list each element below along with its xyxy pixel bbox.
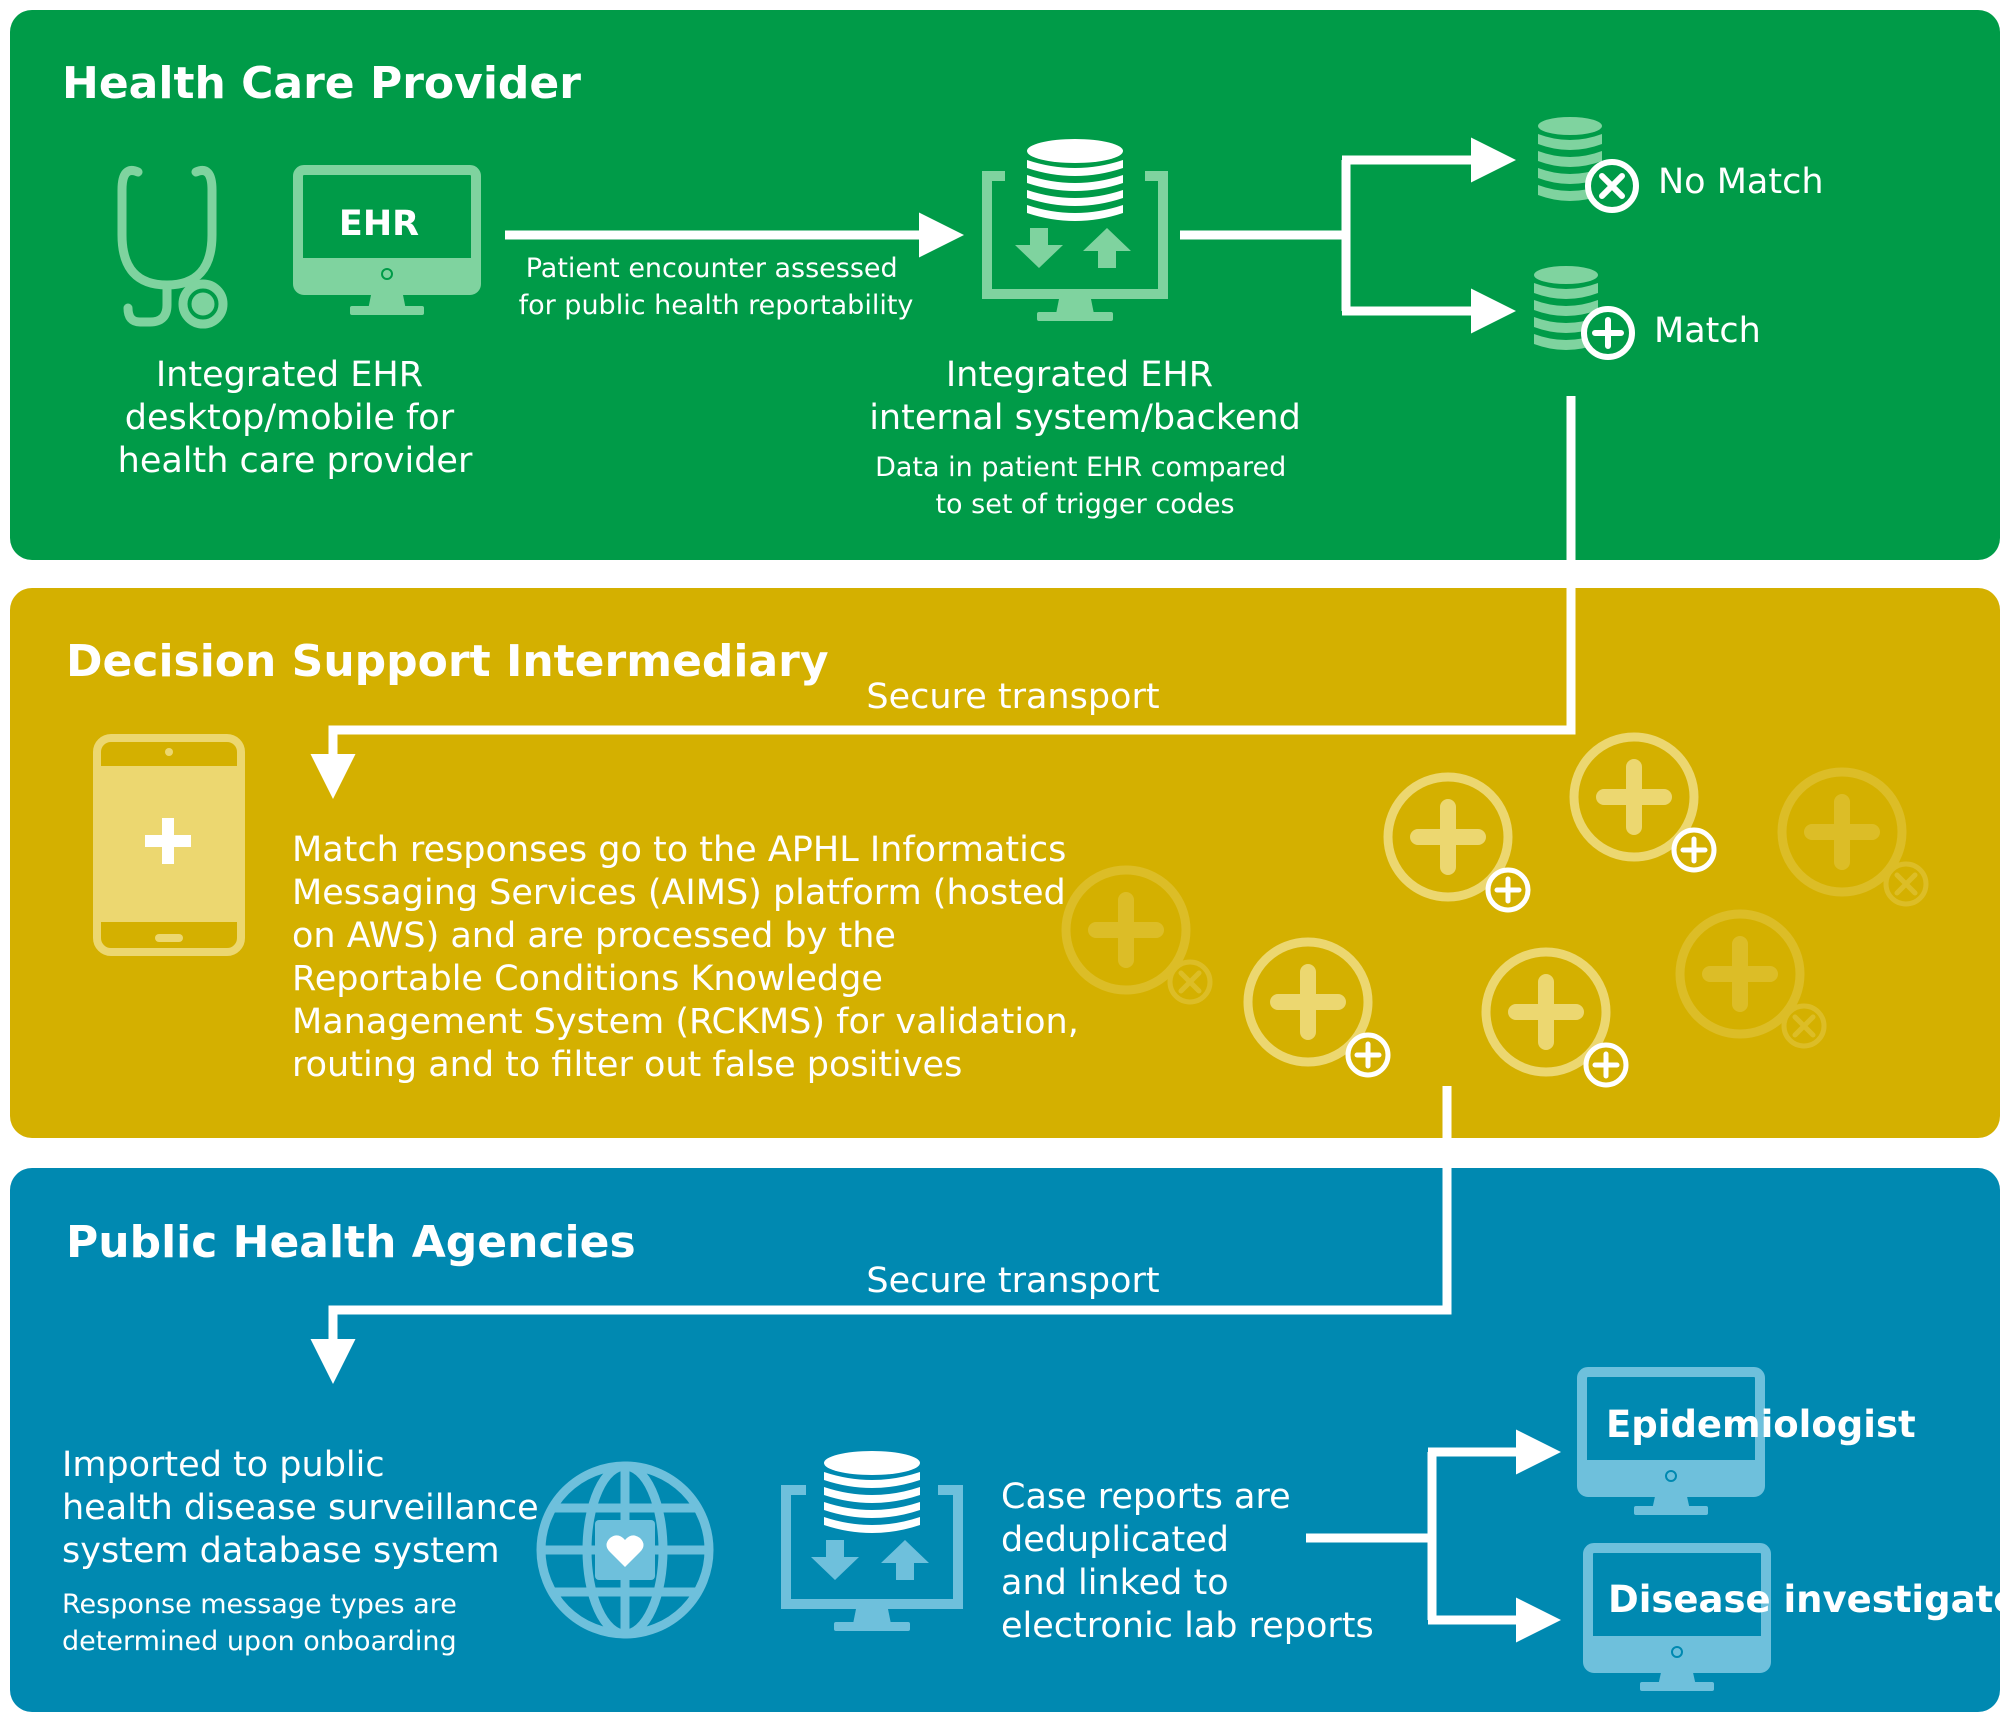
backend-caption: Integrated EHR internal system/backend <box>869 355 1301 438</box>
faded-no-match-badge-icon <box>1061 865 1213 1005</box>
desktop-caption-line: Integrated EHR <box>156 355 423 395</box>
staff-split-connector <box>1306 1452 1437 1620</box>
case-caption-line: and linked to <box>1001 1563 1229 1603</box>
ehr-monitor-icon <box>293 165 481 315</box>
faded-no-match-badge-icon <box>1777 767 1929 907</box>
import-note-line: Response message types are <box>62 1589 457 1620</box>
match-label: Match <box>1654 311 1761 351</box>
provider-title: Health Care Provider <box>62 58 581 109</box>
surveillance-database-icon <box>781 1451 963 1631</box>
import-caption-line: Imported to public <box>62 1445 385 1485</box>
agencies-panel-background <box>10 1168 2000 1712</box>
secure-transport-arrow-1 <box>310 396 1576 799</box>
match-badge-icon <box>1243 937 1391 1078</box>
no-match-database-icon <box>1538 117 1639 213</box>
no-match-label: No Match <box>1658 162 1824 202</box>
arrow-caption: Patient encounter assessed for public he… <box>519 253 914 321</box>
globe-heart-icon <box>536 1461 714 1639</box>
match-database-icon <box>1534 266 1635 360</box>
import-caption-line: health disease surveillance <box>62 1488 539 1528</box>
match-badge-icon <box>1481 947 1629 1088</box>
intermediary-description-line: Reportable Conditions Knowledge <box>292 959 883 999</box>
faded-no-match-badge-icon <box>1675 909 1827 1049</box>
backend-note: Data in patient EHR compared to set of t… <box>875 452 1295 520</box>
split-connector <box>1180 160 1351 311</box>
backend-database-icon <box>982 139 1168 321</box>
epidemiologist-label: Epidemiologist <box>1606 1403 1916 1446</box>
backend-note-line: to set of trigger codes <box>935 489 1234 520</box>
decorative-badges <box>1061 732 1929 1088</box>
agencies-transport-label: Secure transport <box>866 1261 1159 1301</box>
case-caption-line: deduplicated <box>1001 1520 1229 1560</box>
backend-note-line: Data in patient EHR compared <box>875 452 1286 483</box>
intermediary-description-line: Management System (RCKMS) for validation… <box>292 1002 1079 1042</box>
backend-caption-line: Integrated EHR <box>946 355 1213 395</box>
intermediary-panel: Decision Support Intermediary Secure tra… <box>10 588 2000 1138</box>
intermediary-title: Decision Support Intermediary <box>66 636 829 687</box>
case-caption-line: Case reports are <box>1001 1477 1291 1517</box>
arrow-caption-line: Patient encounter assessed <box>526 253 898 284</box>
case-caption-line: electronic lab reports <box>1001 1606 1374 1646</box>
stethoscope-icon <box>117 166 228 329</box>
import-note: Response message types are determined up… <box>62 1589 465 1657</box>
investigator-label: Disease investigator <box>1608 1578 2011 1621</box>
provider-panel: Health Care Provider EHR Integrated EHR … <box>10 10 2000 560</box>
import-note-line: determined upon onboarding <box>62 1626 457 1657</box>
desktop-caption-line: health care provider <box>118 441 473 481</box>
match-badge-icon <box>1383 772 1531 913</box>
secure-transport-arrow-2 <box>310 1086 1452 1384</box>
ehr-screen-label: EHR <box>339 204 419 244</box>
agencies-title: Public Health Agencies <box>66 1217 636 1268</box>
desktop-caption-line: desktop/mobile for <box>125 398 455 438</box>
intermediary-description-line: routing and to filter out false positive… <box>292 1045 962 1085</box>
desktop-caption: Integrated EHR desktop/mobile for health… <box>118 355 473 481</box>
intermediary-description-line: on AWS) and are processed by the <box>292 916 896 956</box>
arrow-caption-line: for public health reportability <box>519 290 914 321</box>
tablet-icon <box>93 734 245 956</box>
intermediary-transport-label: Secure transport <box>866 677 1159 717</box>
intermediary-description-line: Match responses go to the APHL Informati… <box>292 830 1066 870</box>
agencies-panel: Public Health Agencies Secure transport … <box>10 1168 2011 1712</box>
intermediary-description: Match responses go to the APHL Informati… <box>292 830 1090 1085</box>
investigator-monitor-icon <box>1583 1543 1771 1691</box>
epidemiologist-monitor-icon <box>1577 1367 1765 1515</box>
match-badge-icon <box>1569 732 1717 873</box>
backend-caption-line: internal system/backend <box>869 398 1301 438</box>
import-caption-line: system database system <box>62 1531 500 1571</box>
intermediary-description-line: Messaging Services (AIMS) platform (host… <box>292 873 1066 913</box>
case-caption: Case reports are deduplicated and linked… <box>1001 1477 1374 1646</box>
import-caption: Imported to public health disease survei… <box>62 1445 550 1571</box>
